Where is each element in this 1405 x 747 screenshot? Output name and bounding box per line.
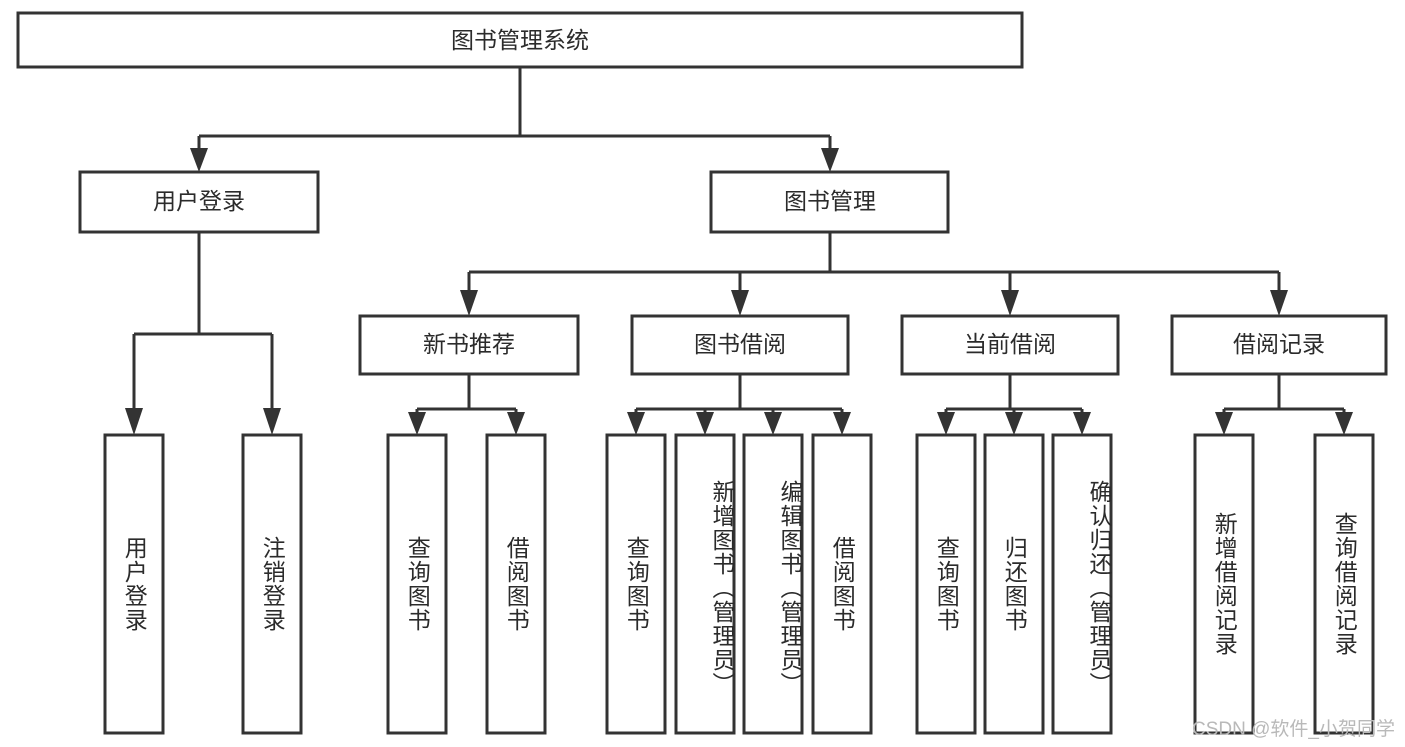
node-box-current-borrow[interactable]	[900, 314, 1120, 376]
node-box-leaf-add-book-admin[interactable]	[674, 433, 736, 735]
arrow-head-leaf-borrow-book-recommend	[507, 412, 525, 435]
arrow-head-leaf-confirm-return-admin	[1073, 412, 1091, 435]
arrow-head-leaf-edit-book-admin	[764, 412, 782, 435]
arrow-head-leaf-borrow-book	[833, 412, 851, 435]
node-label-current-borrow: 当前借阅	[964, 331, 1056, 357]
node-box-leaf-query-book-current[interactable]	[915, 433, 977, 735]
arrow-head-leaf-user-login	[125, 408, 143, 435]
node-label-borrow-record: 借阅记录	[1233, 331, 1325, 357]
node-label-book-manage: 图书管理	[784, 188, 876, 214]
node-box-leaf-borrow-book[interactable]	[811, 433, 873, 735]
node-box-user-login[interactable]	[78, 170, 320, 234]
node-box-leaf-borrow-book-recommend[interactable]	[485, 433, 547, 735]
node-group: 图书管理系统 用户登录 图书管理 新书推荐 图书借阅 当前借阅 借阅记录	[16, 11, 1388, 735]
node-box-root[interactable]	[16, 11, 1024, 69]
node-box-leaf-user-logout[interactable]	[241, 433, 303, 735]
node-label-new-book-recommend: 新书推荐	[423, 331, 515, 357]
node-box-book-borrow[interactable]	[630, 314, 850, 376]
node-label-user-login: 用户登录	[153, 188, 245, 214]
node-box-leaf-add-borrow-record[interactable]	[1193, 433, 1255, 735]
arrow-head-leaf-return-book	[1005, 412, 1023, 435]
arrow-head-leaf-add-borrow-record	[1215, 412, 1233, 435]
node-box-leaf-query-book-recommend[interactable]	[386, 433, 448, 735]
arrow-head-leaf-query-borrow-record	[1335, 412, 1353, 435]
node-box-leaf-query-borrow-record[interactable]	[1313, 433, 1375, 735]
node-box-leaf-edit-book-admin[interactable]	[742, 433, 804, 735]
arrow-head-leaf-add-book-admin	[696, 412, 714, 435]
arrow-head-borrow-record	[1270, 290, 1288, 316]
arrow-head-leaf-query-book-current	[937, 412, 955, 435]
arrow-head-leaf-query-book-borrow	[627, 412, 645, 435]
csdn-watermark: CSDN @软件_小贺同学	[1192, 719, 1395, 740]
node-box-new-book-recommend[interactable]	[358, 314, 580, 376]
arrow-head-current-borrow	[1001, 290, 1019, 316]
node-label-root: 图书管理系统	[451, 27, 589, 53]
node-box-book-manage[interactable]	[709, 170, 950, 234]
node-box-leaf-query-book-borrow[interactable]	[605, 433, 667, 735]
arrow-head-book-borrow	[731, 290, 749, 316]
arrow-head-leaf-user-logout	[263, 408, 281, 435]
arrow-head-user-login	[190, 148, 208, 172]
node-box-borrow-record[interactable]	[1170, 314, 1388, 376]
connector-group	[125, 67, 1353, 435]
arrow-head-book-manage	[821, 148, 839, 172]
node-box-leaf-return-book[interactable]	[983, 433, 1045, 735]
node-box-leaf-user-login[interactable]	[103, 433, 165, 735]
node-box-leaf-confirm-return-admin[interactable]	[1051, 433, 1113, 735]
node-label-book-borrow: 图书借阅	[694, 331, 786, 357]
arrow-head-new-book-recommend	[460, 290, 478, 316]
arrow-head-leaf-query-book-recommend	[408, 412, 426, 435]
